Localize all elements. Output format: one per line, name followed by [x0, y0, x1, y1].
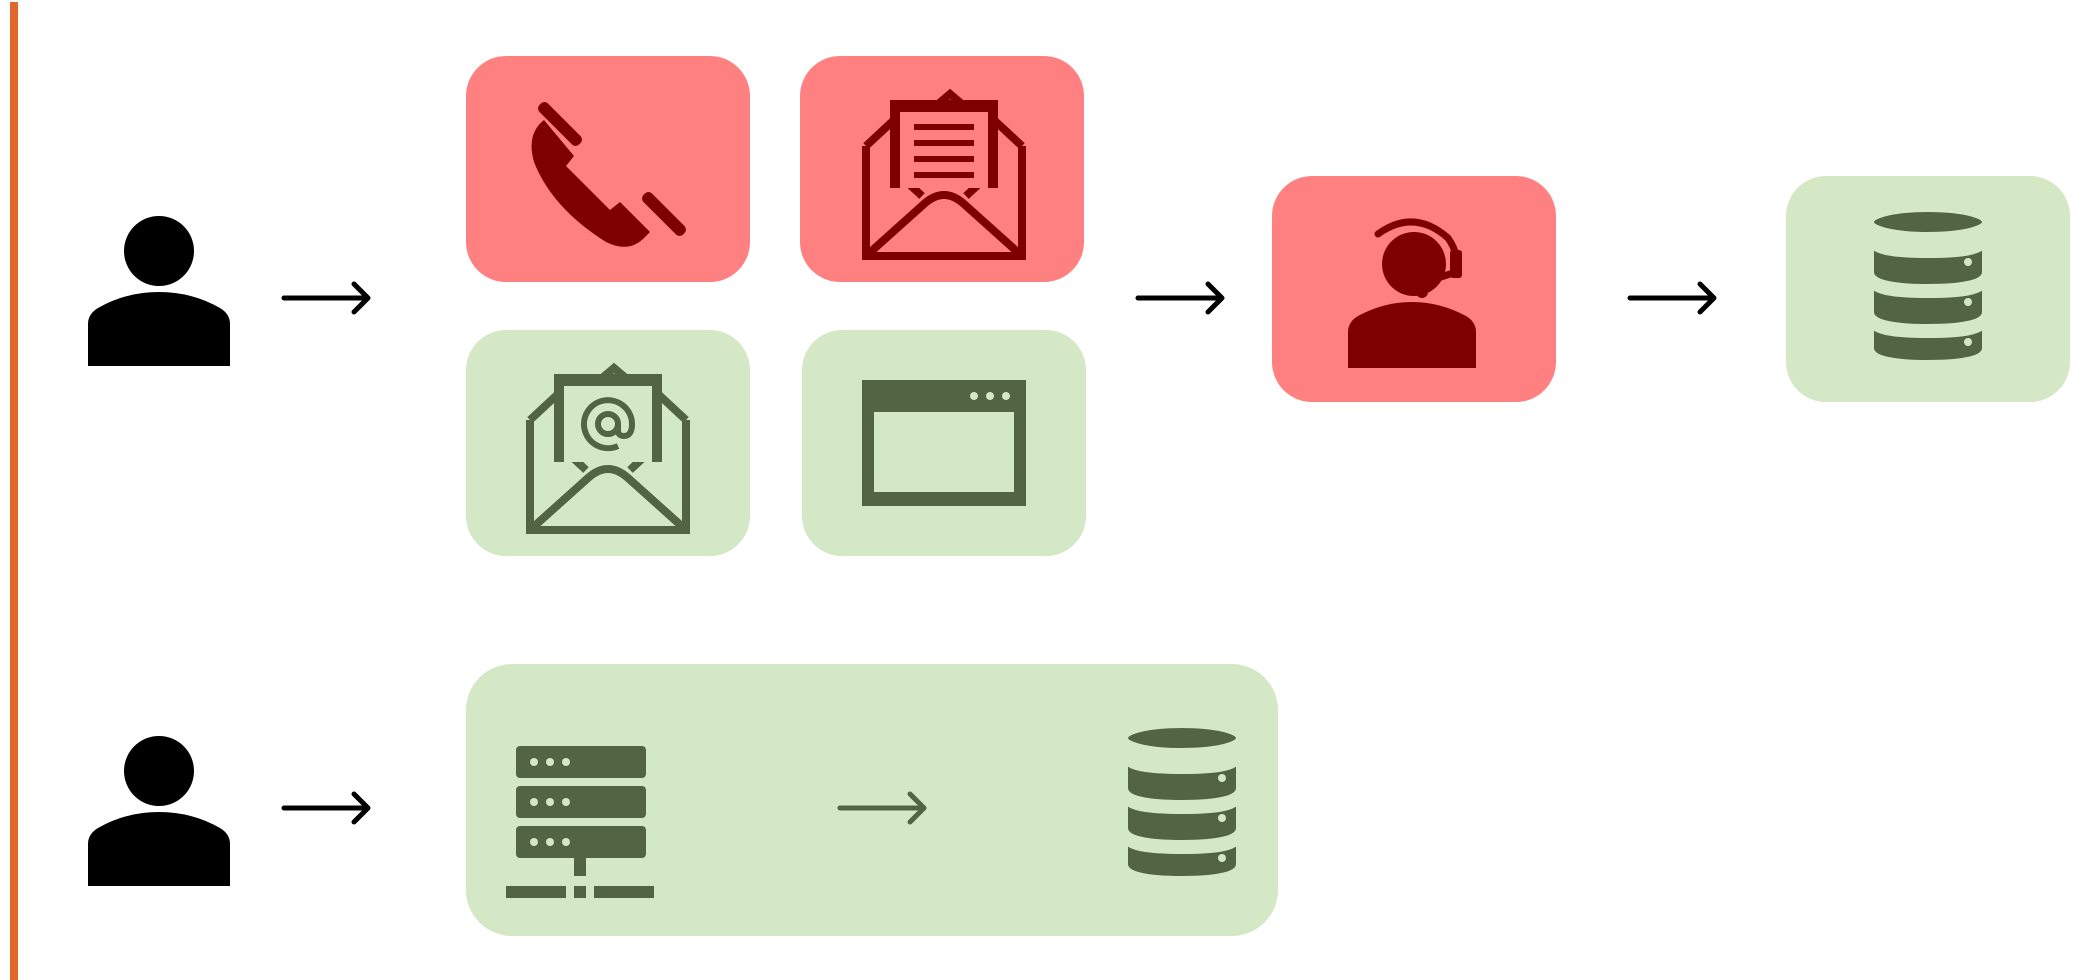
arrow-right-icon	[1135, 281, 1225, 315]
accent-line	[10, 2, 18, 980]
phone-icon	[531, 102, 686, 247]
database-icon	[1870, 208, 1986, 364]
call-center-agent-icon	[1348, 218, 1476, 368]
channel-card-phone	[466, 56, 750, 282]
arrow-right-icon	[837, 791, 927, 825]
person-icon	[88, 736, 230, 886]
arrow-right-icon	[1627, 281, 1717, 315]
integration-group-card	[466, 664, 1278, 936]
channel-card-web-form	[802, 330, 1086, 556]
letter-icon	[862, 88, 1026, 260]
person-icon	[88, 216, 230, 366]
handler-card	[1272, 176, 1556, 402]
arrow-right-icon	[281, 281, 371, 315]
arrow-right-icon	[281, 791, 371, 825]
email-icon	[526, 362, 690, 534]
web-form-icon	[862, 380, 1026, 506]
storage-card	[1786, 176, 2070, 402]
channel-card-email	[466, 330, 750, 556]
channel-card-letter	[800, 56, 1084, 282]
server-icon	[506, 746, 654, 898]
database-icon	[1124, 724, 1240, 880]
